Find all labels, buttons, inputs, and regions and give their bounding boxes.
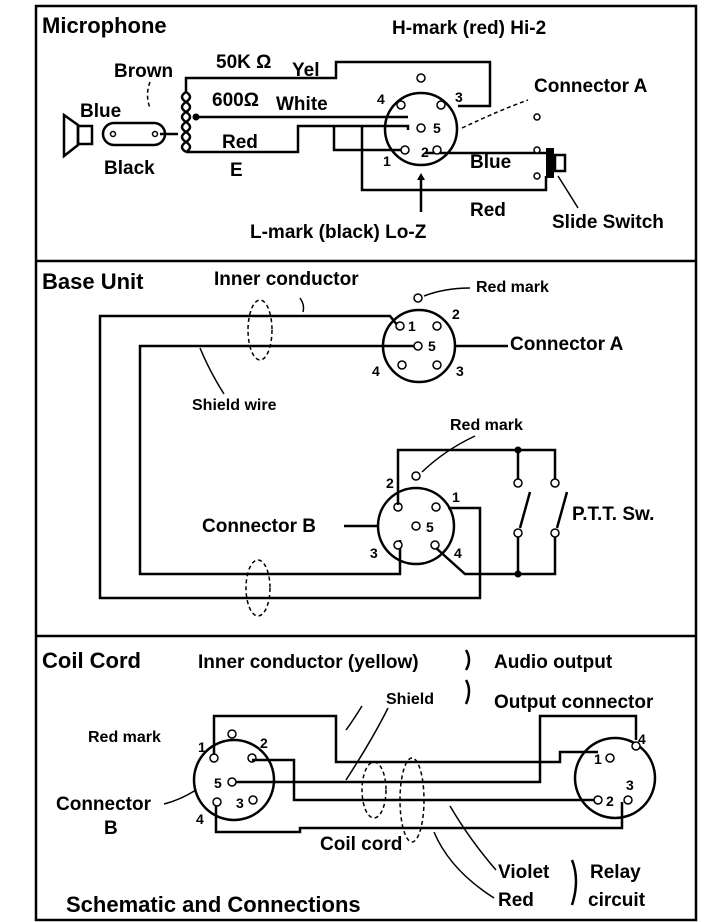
label-blue: Blue [80,101,121,122]
wire-inner [98,314,482,600]
svg-text:3: 3 [236,795,244,811]
base-unit-section: Base Unit Inner conductor Shield wire 1 … [42,269,654,617]
svg-text:2: 2 [260,735,268,751]
microphone-title: Microphone [42,13,167,38]
label-brown: Brown [114,61,173,82]
svg-text:5: 5 [426,519,434,535]
svg-text:4: 4 [454,545,462,561]
microphone-section: Microphone Blue Black Brown [42,13,664,243]
label-slide-switch: Slide Switch [552,212,664,233]
svg-text:1: 1 [383,153,391,169]
label-red-2: Red [470,200,506,221]
svg-text:5: 5 [428,338,436,354]
base-unit-title: Base Unit [42,269,144,294]
label-e: E [230,160,243,181]
wire-shield-coil [236,714,638,784]
label-relay: Relay [590,862,641,883]
wire-red2 [360,126,548,192]
label-connector-b-coil: Connector [56,794,152,815]
svg-text:3: 3 [626,777,634,793]
label-shield: Shield [386,691,434,708]
label-blue-2: Blue [470,152,511,173]
label-red: Red [222,132,258,153]
ptt-blade-1 [518,491,532,529]
label-red-mark-b: Red mark [450,417,523,434]
footer-title: Schematic and Connections [66,892,361,917]
label-output-connector: Output connector [494,692,654,713]
connector-a-base: 1 2 5 4 3 [372,306,464,384]
label-white: White [276,94,328,115]
label-600: 600Ω [212,90,259,111]
coil-cord-section: Coil Cord Inner conductor (yellow) Audio… [42,648,657,917]
label-circuit: circuit [588,890,646,911]
label-50k: 50K Ω [216,52,271,73]
label-violet: Violet [498,862,550,883]
connector-b-base: 2 1 5 3 4 [370,475,462,566]
slide-switch [533,113,579,209]
svg-text:4: 4 [377,91,385,107]
capsule [101,121,167,147]
svg-text:2: 2 [421,144,429,160]
svg-text:3: 3 [455,89,463,105]
label-ptt: P.T.T. Sw. [572,504,654,525]
coil-cord-ellipse [399,757,425,843]
inner-conductor-ellipse [247,299,273,361]
label-connector-a: Connector A [534,76,648,97]
label-audio-output: Audio output [494,652,613,673]
transformer [180,90,200,154]
label-h-mark: H-mark (red) Hi-2 [392,18,546,39]
output-connector: 1 4 2 3 [573,731,657,820]
label-connector-b: Connector B [202,516,316,537]
label-red-mark-a: Red mark [476,279,549,296]
label-inner-conductor-yellow: Inner conductor (yellow) [198,652,419,673]
svg-text:3: 3 [370,545,378,561]
svg-text:5: 5 [433,120,441,136]
label-black: Black [104,158,155,179]
wire-inner-yellow [212,714,598,764]
svg-text:4: 4 [196,811,204,827]
label-l-mark: L-mark (black) Lo-Z [250,222,427,243]
svg-text:2: 2 [606,793,614,809]
speaker-icon [62,112,94,159]
label-connector-b-coil-2: B [104,818,118,839]
svg-text:1: 1 [198,739,206,755]
label-yel: Yel [292,60,319,81]
ptt-wire-top [396,448,557,505]
coil-cord-title: Coil Cord [42,648,141,673]
svg-text:1: 1 [408,318,416,334]
svg-text:2: 2 [452,306,460,322]
connector-a-mic: 4 3 5 1 2 [377,89,463,169]
label-coil-cord: Coil cord [320,834,402,855]
h-mark-dot [416,73,426,83]
label-inner-conductor: Inner conductor [214,269,359,290]
label-shield-wire: Shield wire [192,397,277,414]
svg-text:1: 1 [594,751,602,767]
svg-text:1: 1 [452,489,460,505]
brown-pointer [146,81,151,109]
shield-ellipse [245,559,271,617]
wire-yel [184,60,492,108]
label-connector-a-base: Connector A [510,334,624,355]
wire-shield [138,344,414,576]
svg-text:4: 4 [638,731,646,747]
frame [34,4,698,922]
svg-text:3: 3 [456,363,464,379]
wire-red-coil [214,802,624,834]
svg-text:5: 5 [214,775,222,791]
connector-a-pointer [461,99,529,129]
ptt-blade-2 [555,491,569,529]
wire-violet [252,758,598,802]
wire-red [186,124,410,154]
svg-text:2: 2 [386,475,394,491]
svg-text:4: 4 [372,363,380,379]
label-red-mark-coil: Red mark [88,729,161,746]
label-red-relay: Red [498,890,534,911]
